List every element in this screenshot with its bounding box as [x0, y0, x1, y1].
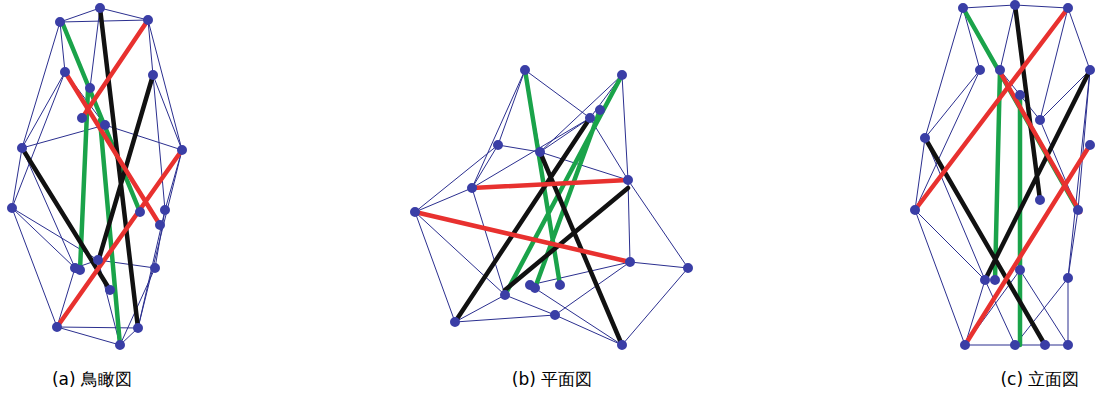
- struts: [22, 5, 1090, 345]
- black-struts: [22, 5, 1090, 345]
- view-caption: (c) 立面図: [1000, 369, 1079, 389]
- green-struts: [62, 8, 1078, 345]
- joint-dots: [12, 5, 1090, 345]
- view-caption: (a) 鳥瞰図: [52, 369, 132, 389]
- red-struts: [57, 8, 1090, 345]
- view-caption: (b) 平面図: [512, 369, 592, 389]
- thin-cables: [12, 5, 1090, 345]
